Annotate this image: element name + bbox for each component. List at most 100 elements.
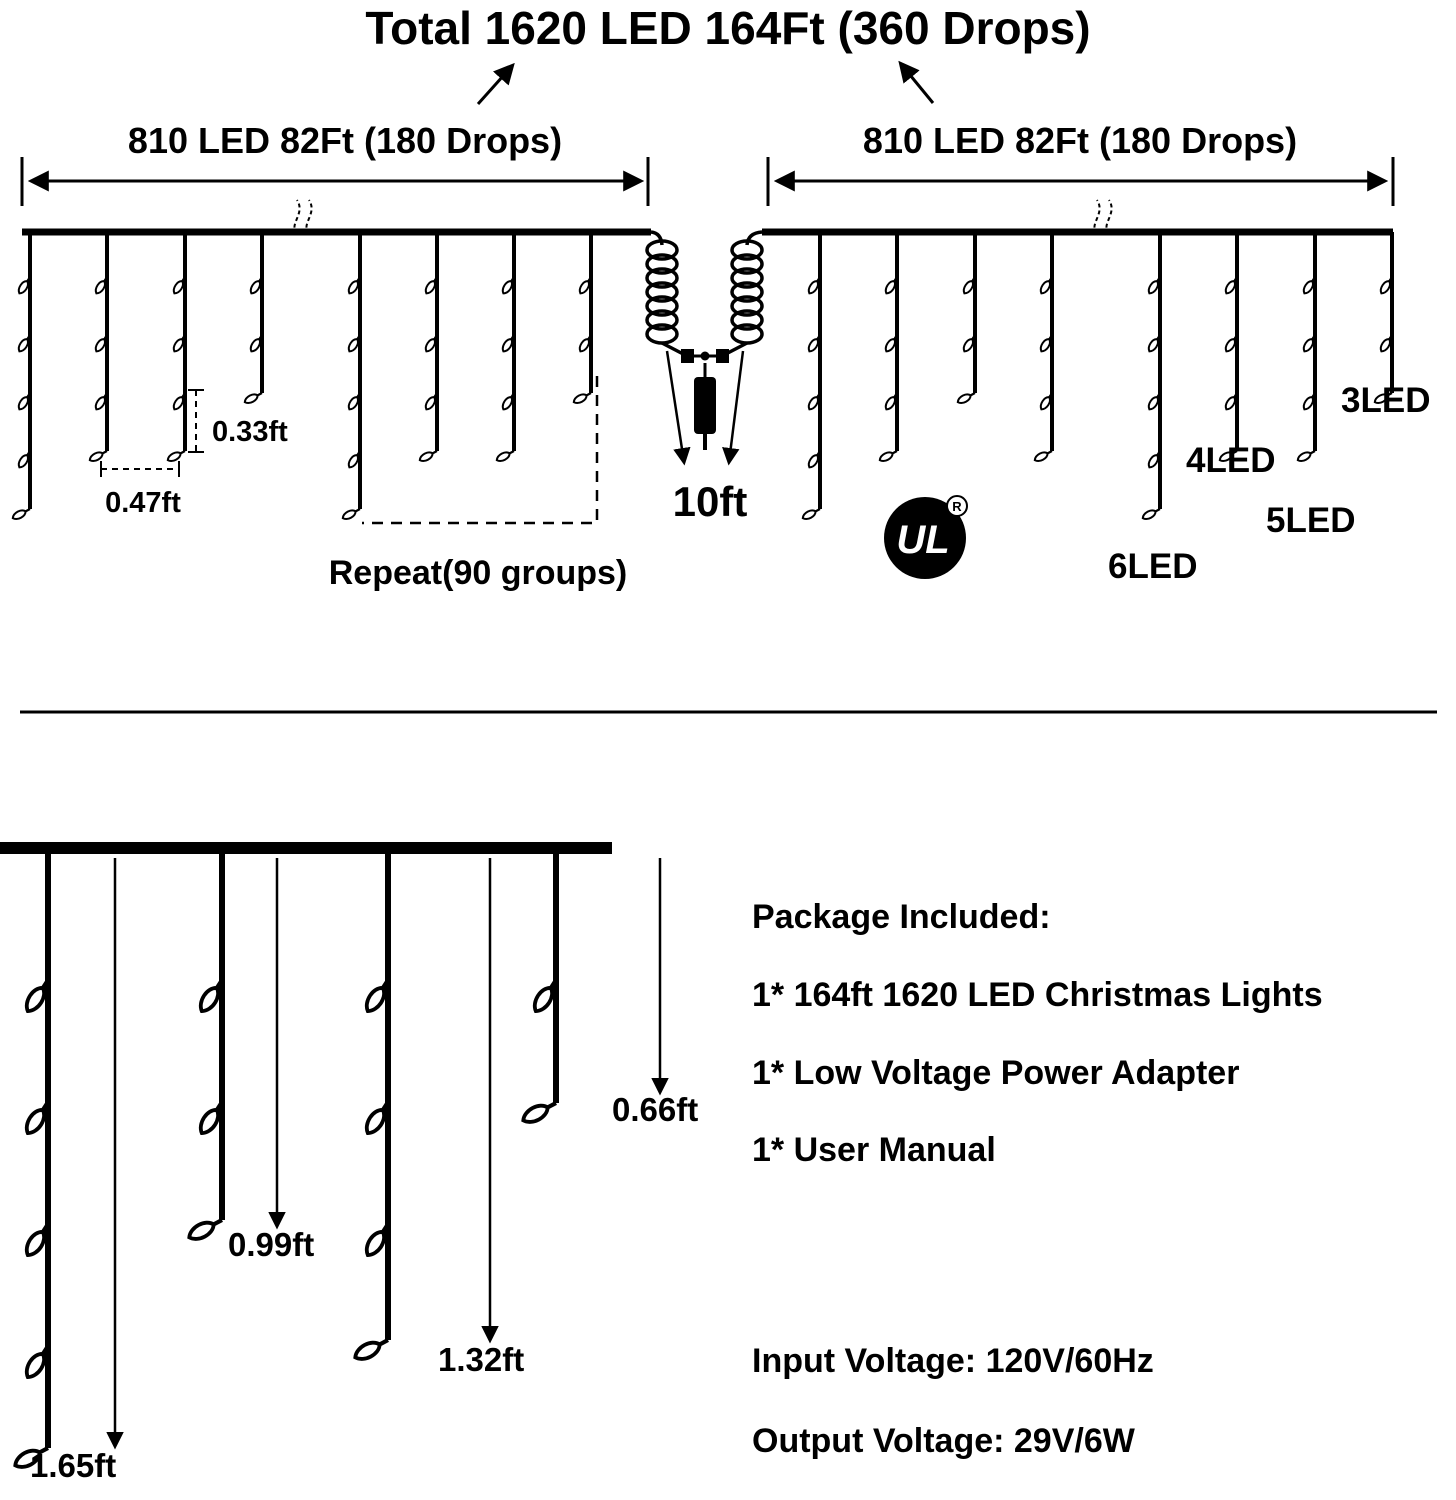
led-spacing-measure [188,389,204,453]
led-bulb [166,450,186,462]
led-bulb [495,450,515,462]
led-bulb [17,450,31,469]
led-bulb [94,334,108,353]
left-coil [645,239,679,345]
led-bulb [807,392,821,411]
led-bulb [956,392,976,404]
led-bulb [424,276,438,295]
drop-length-arrows [106,858,669,1450]
drop-length-label-165: 1.65ft [30,1447,116,1484]
left-span-label: 810 LED 82Ft (180 Drops) [128,120,562,161]
repeat-group-outline [362,376,599,525]
led-bulb [1147,450,1161,469]
diagram-title: Total 1620 LED 164Ft (360 Drops) [365,2,1090,54]
led-bulb [521,1101,557,1124]
drop-type-label-4led: 4LED [1186,441,1275,480]
led-bulb [172,334,186,353]
led-bulb [1224,392,1238,411]
lead-arrow-right [722,350,745,466]
led-bulb [424,392,438,411]
led-bulb [17,392,31,411]
led-bulb [418,450,438,462]
output-voltage-text: Output Voltage: 29V/6W [752,1422,1136,1460]
led-bulb [1224,334,1238,353]
led-bulb [1218,450,1238,462]
left-coil-lead [650,230,664,246]
led-bulb [17,276,31,295]
icicle-drops-top [11,232,1394,520]
led-bulb [1379,334,1393,353]
led-bulb [243,392,263,404]
right-coil [730,239,764,345]
led-bulb [364,1222,390,1257]
drop-spacing-label: 0.47ft [105,487,181,519]
led-bulb [501,334,515,353]
led-bulb [884,276,898,295]
ul-certification-logo: UL R [884,495,968,579]
drop-length-label-132: 1.32ft [438,1341,524,1378]
power-adapter-plug [694,377,716,434]
led-bulb [807,276,821,295]
led-bulb [187,1218,223,1241]
led-bulb [962,334,976,353]
led-bulb [11,508,31,520]
led-bulb [17,334,31,353]
drop-length-label-099: 0.99ft [228,1226,314,1263]
led-bulb [1039,276,1053,295]
led-bulb [884,392,898,411]
led-bulb [1147,276,1161,295]
drop-type-label-3led: 3LED [1341,381,1430,420]
wire-break-left-icon [293,199,313,235]
led-bulb [501,276,515,295]
title-arrow-right [898,60,935,104]
led-bulb [1039,334,1053,353]
led-bulb [572,392,592,404]
led-bulb [347,276,361,295]
input-voltage-text: Input Voltage: 120V/60Hz [752,1342,1154,1380]
lead-length-label: 10ft [673,478,748,525]
led-bulb [1141,508,1161,520]
led-bulb [249,334,263,353]
led-bulb [1296,450,1316,462]
drop-type-label-5led: 5LED [1266,501,1355,540]
led-bulb [24,978,50,1013]
ul-logo-text: UL [896,518,949,562]
led-bulb [532,978,558,1013]
led-bulb [24,1100,50,1135]
led-bulb [94,392,108,411]
led-bulb [347,450,361,469]
led-bulb [172,392,186,411]
led-bulb [1302,392,1316,411]
power-connector [681,349,729,450]
led-bulb [1039,392,1053,411]
lead-arrow-left [665,350,691,466]
title-arrow-left [476,62,515,106]
led-bulb [807,334,821,353]
led-bulb [172,276,186,295]
led-bulb [878,450,898,462]
package-item-adapter: 1* Low Voltage Power Adapter [752,1054,1239,1092]
led-bulb [1147,392,1161,411]
drop-spacing-measure [100,461,180,477]
detail-main-wire [0,842,612,854]
led-bulb [198,978,224,1013]
icicle-drops-detail [13,848,559,1469]
led-bulb [94,276,108,295]
registered-trademark-letter: R [952,499,962,514]
led-bulb [1379,276,1393,295]
led-bulb [578,276,592,295]
led-bulb [249,276,263,295]
led-bulb [347,392,361,411]
registered-trademark-icon [946,495,968,517]
repeat-label: Repeat(90 groups) [329,554,628,592]
led-bulb [501,392,515,411]
package-item-manual: 1* User Manual [752,1131,996,1169]
led-bulb [1373,392,1393,404]
led-bulb [884,334,898,353]
led-bulb [353,1338,389,1361]
led-bulb [801,508,821,520]
led-bulb [364,1100,390,1135]
led-bulb [88,450,108,462]
package-item-lights: 1* 164ft 1620 LED Christmas Lights [752,976,1323,1014]
